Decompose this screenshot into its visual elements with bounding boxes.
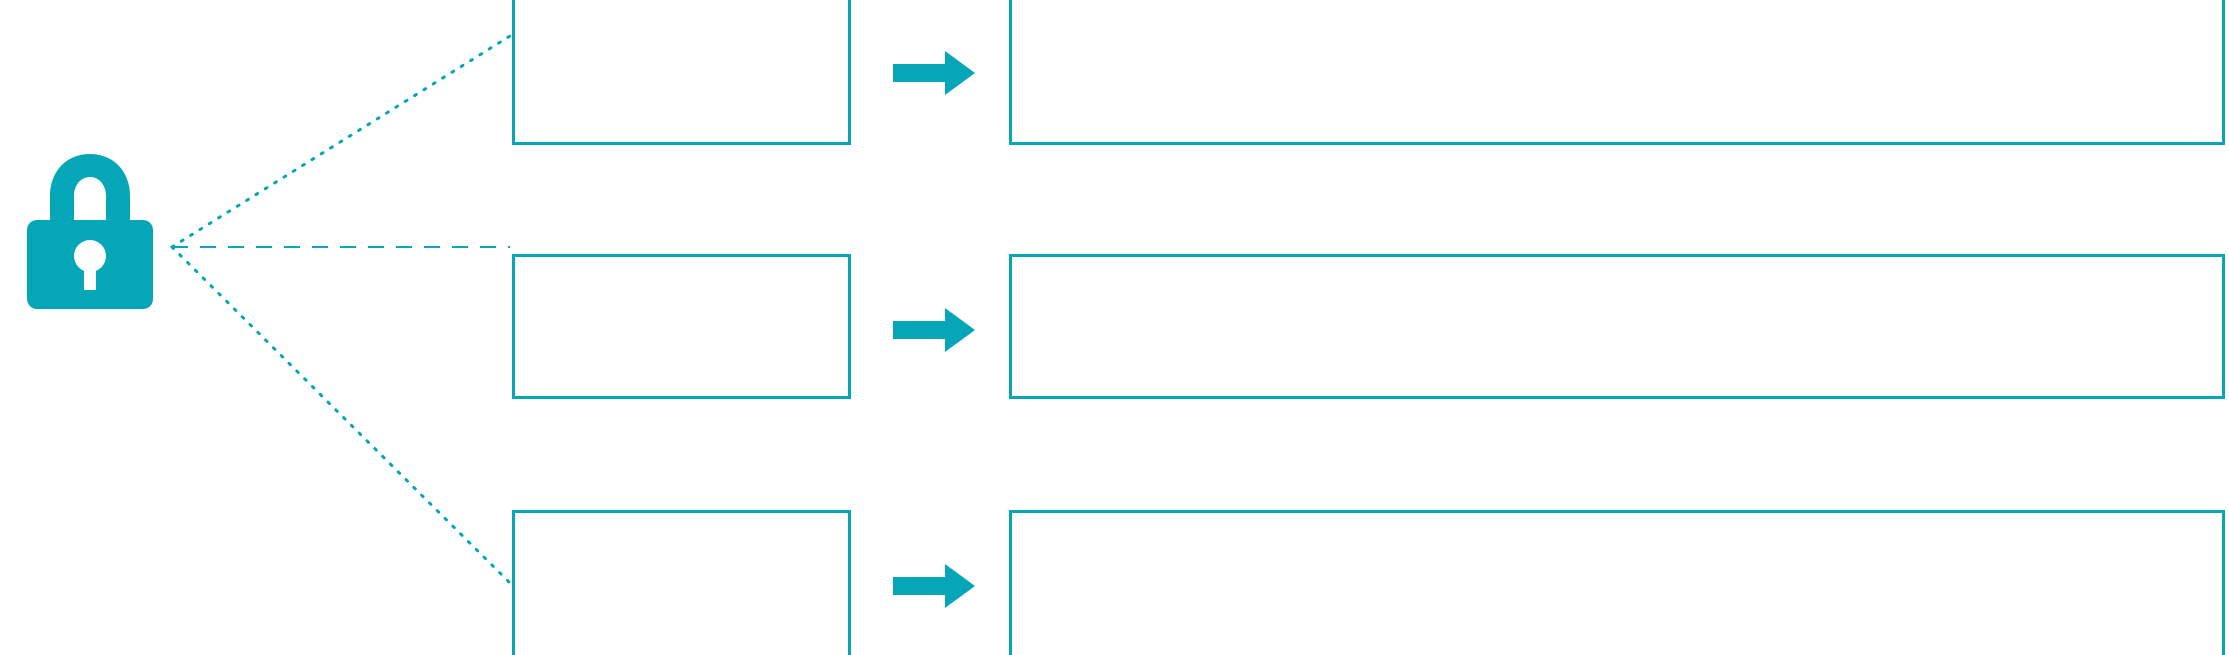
- right-box-row-2-label: [1012, 257, 2222, 396]
- connector-to-row-3: [170, 245, 512, 585]
- lock-keyhole-stem: [84, 260, 96, 290]
- connector-to-row-1: [170, 34, 512, 249]
- left-box-row-2-label: [515, 257, 848, 396]
- lock-shackle: [50, 154, 130, 228]
- arrow-right-icon-row-3: [893, 564, 975, 608]
- right-box-row-1-label: [1012, 0, 2222, 142]
- lock-icon: [26, 152, 154, 310]
- lock-keyhole-circle: [74, 240, 106, 272]
- arrow-right-icon-row-1: [893, 51, 975, 95]
- right-box-row-1[interactable]: [1009, 0, 2225, 145]
- right-box-row-2[interactable]: [1009, 254, 2225, 399]
- left-box-row-2[interactable]: [512, 254, 851, 399]
- right-box-row-3-label: [1012, 513, 2222, 655]
- left-box-row-1[interactable]: [512, 0, 851, 145]
- right-box-row-3[interactable]: [1009, 510, 2225, 655]
- arrow-right-icon-row-2: [893, 308, 975, 352]
- left-box-row-3-label: [515, 513, 848, 655]
- left-box-row-1-label: [515, 0, 848, 142]
- left-box-row-3[interactable]: [512, 510, 851, 655]
